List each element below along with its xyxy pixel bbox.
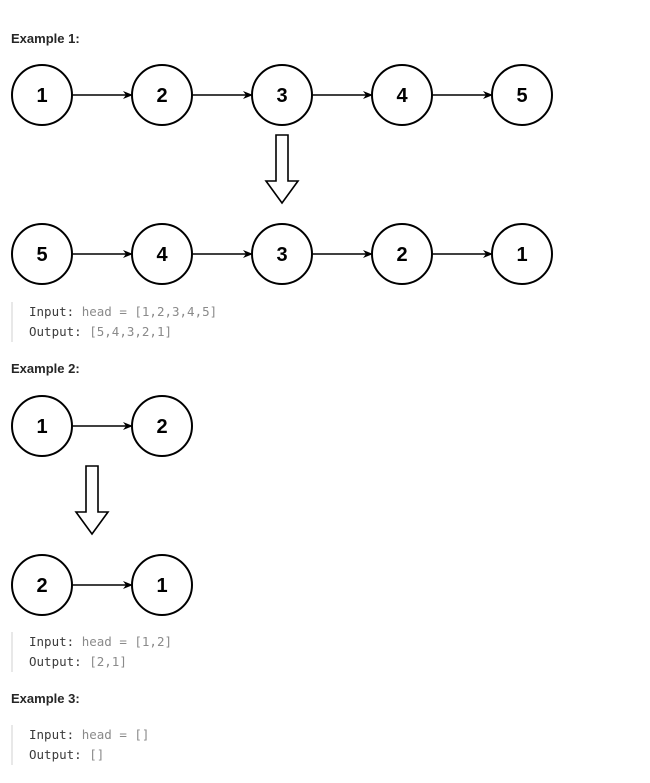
node-value: 1 — [516, 244, 527, 266]
list-node — [131, 395, 193, 457]
output-label: Output: — [29, 747, 82, 762]
down-arrow-icon — [74, 465, 110, 536]
output-label: Output: — [29, 654, 82, 669]
node-value: 2 — [156, 85, 167, 107]
linked-list-before: 1 2 3 4 5 — [11, 64, 553, 126]
output-label: Output: — [29, 324, 82, 339]
node-value: 1 — [36, 416, 47, 438]
output-value: [2,1] — [89, 654, 127, 669]
example-2-code-block: Input: head = [1,2] Output: [2,1] — [11, 632, 172, 672]
example-1-diagram: 1 2 3 4 5 5 4 3 2 1 — [11, 64, 553, 285]
example-2-heading: Example 2: — [11, 361, 80, 376]
input-value: head = [1,2] — [81, 634, 172, 649]
input-value: head = [1,2,3,4,5] — [81, 304, 218, 319]
input-label: Input: — [29, 304, 75, 319]
example-3-heading: Example 3: — [11, 691, 80, 706]
input-value: head = [] — [81, 727, 150, 742]
node-value: 2 — [396, 244, 407, 266]
list-node — [491, 64, 553, 126]
output-value: [] — [89, 747, 105, 762]
node-value: 2 — [36, 575, 47, 597]
node-value: 2 — [156, 416, 167, 438]
node-value: 1 — [156, 575, 167, 597]
example-1-heading: Example 1: — [11, 31, 80, 46]
example-1-code-block: Input: head = [1,2,3,4,5] Output: [5,4,3… — [11, 302, 217, 342]
node-value: 1 — [36, 85, 47, 107]
output-value: [5,4,3,2,1] — [89, 324, 173, 339]
node-value: 4 — [156, 244, 168, 266]
node-value: 3 — [276, 85, 287, 107]
list-node — [491, 223, 553, 285]
node-value: 5 — [36, 244, 47, 266]
input-label: Input: — [29, 634, 75, 649]
input-label: Input: — [29, 727, 75, 742]
node-value: 4 — [396, 85, 408, 107]
down-arrow-icon — [264, 134, 300, 205]
linked-list-after: 5 4 3 2 1 — [11, 223, 553, 285]
node-value: 3 — [276, 244, 287, 266]
node-value: 5 — [516, 85, 527, 107]
example-3-code-block: Input: head = [] Output: [] — [11, 725, 149, 765]
list-node — [131, 554, 193, 616]
